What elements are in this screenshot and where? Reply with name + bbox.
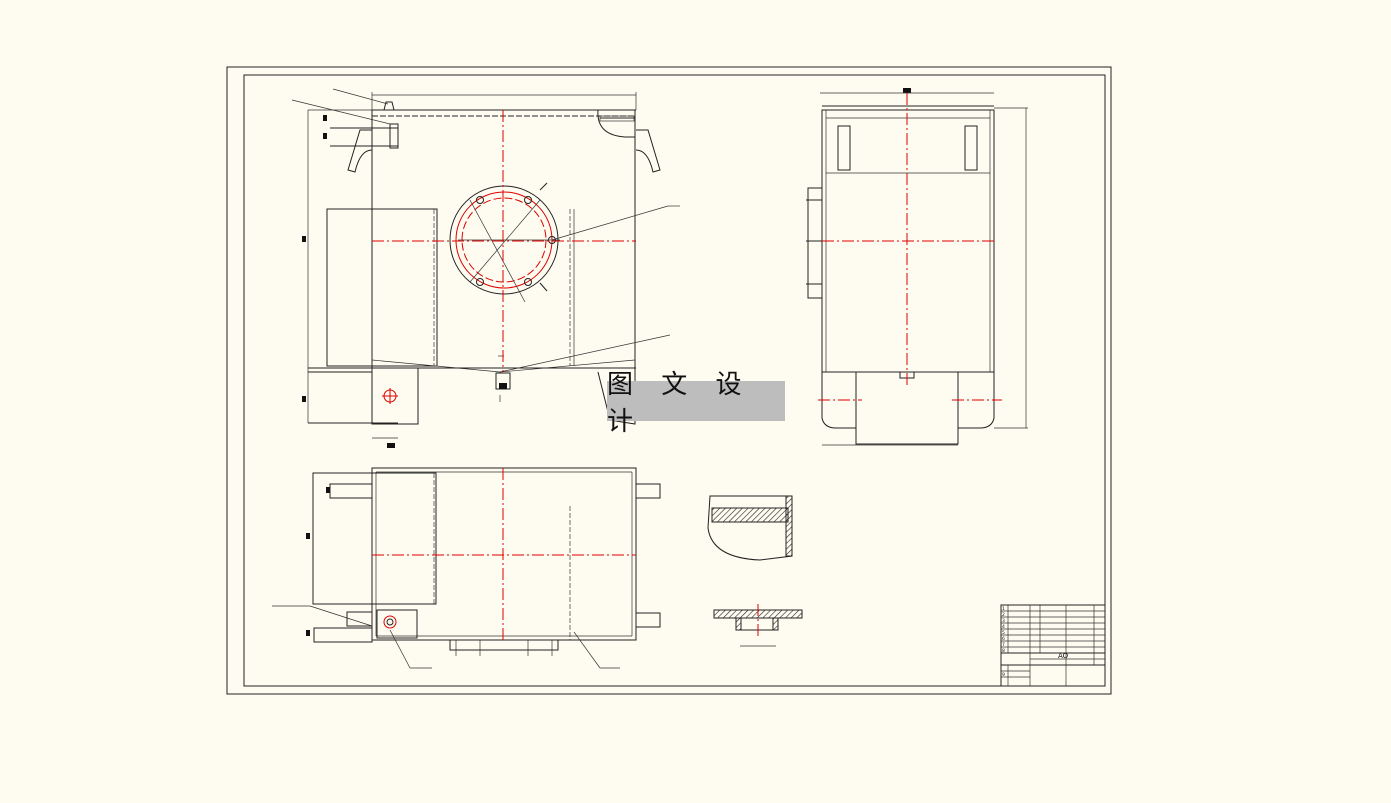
tb-row-9: 9 [1002, 672, 1005, 678]
side-view [806, 88, 1028, 446]
tb-row-4: 4 [1002, 624, 1005, 630]
inner-border [243, 74, 1106, 687]
title-block: AO 1 2 3 4 5 6 7 8 9 [1000, 604, 1106, 687]
tb-row-6: 6 [1002, 636, 1005, 642]
tb-row-1: 1 [1002, 606, 1005, 612]
detail-view-b [713, 604, 803, 647]
tb-row-3: 3 [1002, 618, 1005, 624]
watermark-label: 图 文 设 计 [607, 370, 785, 437]
tb-row-2: 2 [1002, 612, 1005, 618]
title-block-scale: AO [1058, 652, 1069, 660]
top-view [272, 467, 661, 669]
tb-row-7: 7 [1002, 642, 1005, 648]
detail-view-a [707, 495, 793, 561]
outer-border [226, 66, 1112, 695]
front-view [291, 88, 680, 448]
tb-row-5: 5 [1002, 630, 1005, 636]
tb-row-8: 8 [1002, 648, 1005, 654]
